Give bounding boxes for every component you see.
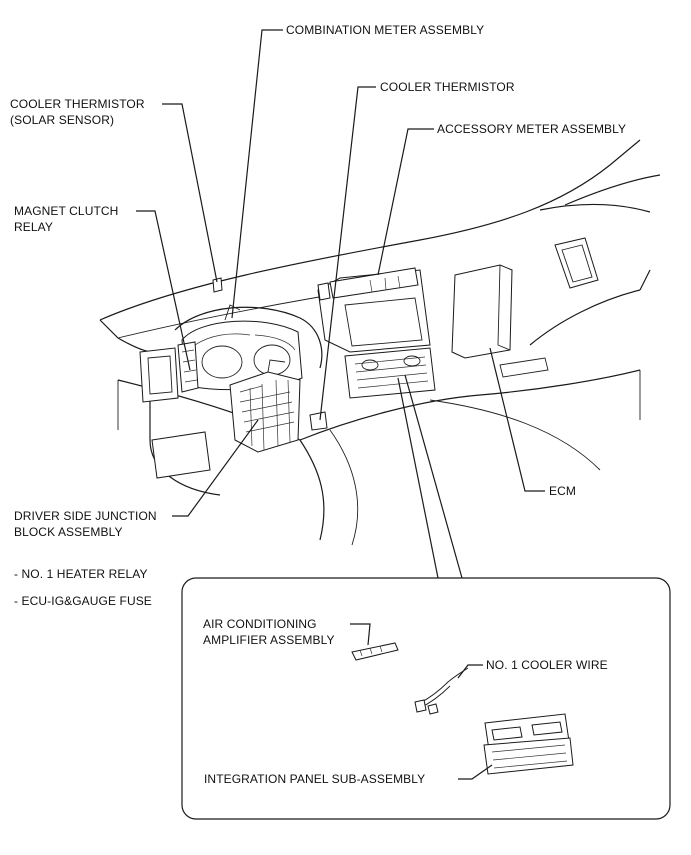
label-driver-junction-block: DRIVER SIDE JUNCTION BLOCK ASSEMBLY	[14, 508, 157, 540]
integration-panel-detail-shape	[458, 713, 574, 780]
label-accessory-meter: ACCESSORY METER ASSEMBLY	[437, 121, 626, 137]
label-heater-relay: - NO. 1 HEATER RELAY	[14, 566, 148, 582]
label-integration-panel-text: INTEGRATION PANEL SUB-ASSEMBLY	[204, 772, 426, 786]
label-accessory-meter-text: ACCESSORY METER ASSEMBLY	[437, 122, 627, 136]
cooler-thermistor-shape	[309, 411, 328, 431]
junction-block-shape	[229, 359, 301, 453]
label-cooler-wire: NO. 1 COOLER WIRE	[486, 657, 608, 673]
ecm-shape	[451, 264, 513, 359]
label-gauge-fuse: - ECU-IG&GAUGE FUSE	[14, 593, 152, 609]
label-cooler-thermistor: COOLER THERMISTOR	[380, 79, 515, 95]
center-display-shape	[317, 267, 431, 353]
label-magnet-clutch-line2: RELAY	[14, 220, 53, 234]
label-magnet-clutch-line1: MAGNET CLUTCH	[14, 204, 119, 218]
label-ac-amplifier-line1: AIR CONDITIONING	[203, 617, 317, 631]
left-air-vent	[139, 347, 211, 479]
dash-integration-panel-shape	[344, 347, 436, 399]
label-driver-jb-line2: BLOCK ASSEMBLY	[14, 525, 123, 539]
label-magnet-clutch-relay: MAGNET CLUTCH RELAY	[14, 203, 118, 235]
label-ecm-text: ECM	[549, 484, 576, 498]
label-combination-meter: COMBINATION METER ASSEMBLY	[286, 22, 484, 38]
label-ecm: ECM	[549, 483, 576, 499]
label-cooler-thermistor-solar: COOLER THERMISTOR (SOLAR SENSOR)	[10, 96, 145, 128]
label-cooler-thermistor-text: COOLER THERMISTOR	[380, 80, 515, 94]
label-cooler-thermistor-solar-line1: COOLER THERMISTOR	[10, 97, 145, 111]
cooler-wire-shape	[414, 664, 483, 715]
label-gauge-fuse-text: - ECU-IG&GAUGE FUSE	[14, 594, 152, 608]
label-ac-amplifier: AIR CONDITIONING AMPLIFIER ASSEMBLY	[203, 616, 335, 648]
leader-lines	[136, 29, 545, 579]
label-integration-panel: INTEGRATION PANEL SUB-ASSEMBLY	[204, 771, 425, 787]
label-ac-amplifier-line2: AMPLIFIER ASSEMBLY	[203, 633, 335, 647]
label-combination-meter-text: COMBINATION METER ASSEMBLY	[286, 23, 485, 37]
ac-amplifier-shape	[350, 623, 399, 661]
detail-callout-box	[181, 577, 671, 820]
dashboard-outline	[99, 139, 661, 546]
magnet-clutch-relay-shape	[177, 341, 199, 393]
combination-meter-shape	[174, 277, 323, 391]
label-cooler-wire-text: NO. 1 COOLER WIRE	[486, 658, 608, 672]
label-cooler-thermistor-solar-line2: (SOLAR SENSOR)	[10, 113, 115, 127]
right-air-vent	[499, 237, 599, 378]
label-heater-relay-text: - NO. 1 HEATER RELAY	[14, 567, 148, 581]
label-driver-jb-line1: DRIVER SIDE JUNCTION	[14, 509, 157, 523]
